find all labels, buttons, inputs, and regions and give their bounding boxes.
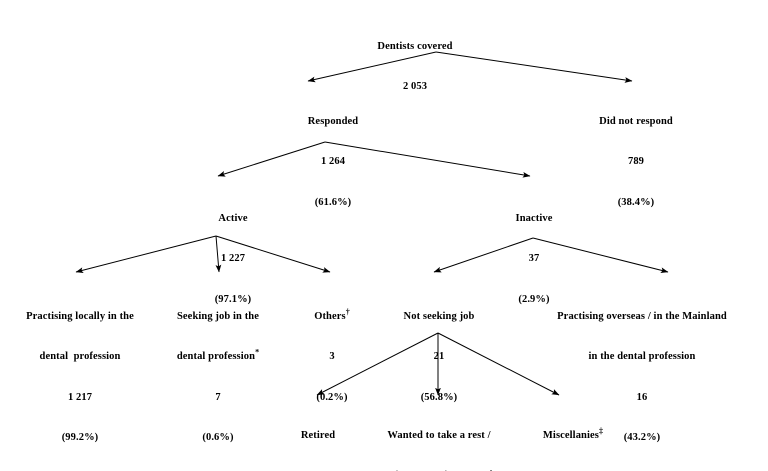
node-label-line1: Wanted to take a rest /: [387, 429, 491, 441]
node-inactive: Inactive 37 (2.9%): [460, 185, 608, 333]
node-retired: Retired 14 (66.7%): [268, 402, 368, 471]
node-count: 37: [528, 253, 540, 265]
node-count: 1 264: [320, 156, 346, 168]
node-count: 1 217: [67, 391, 93, 403]
node-label-line1: Practising overseas / in the Mainland: [557, 310, 727, 322]
node-count: 16: [636, 391, 648, 403]
node-label: Dentists covered: [377, 40, 453, 52]
node-count: 2 053: [402, 81, 428, 93]
node-not-seeking-job: Not seeking job 21 (56.8%): [378, 283, 500, 431]
node-practising-locally: Practising locally in the dental profess…: [4, 283, 156, 471]
node-did-not-respond: Did not respond 789 (38.4%): [560, 88, 712, 236]
footnote-marker-double-dagger: ‡: [598, 426, 604, 436]
node-label-line2-text: dental profession: [176, 351, 256, 363]
node-count: 7: [215, 391, 221, 403]
node-label: Others†: [288, 307, 376, 323]
node-miscellanies: Miscellanies‡ 3 (14.3%): [512, 402, 634, 471]
node-label-line2: in the dental profession: [588, 351, 696, 363]
node-wanted-rest: Wanted to take a rest / Having no motive…: [360, 402, 518, 471]
node-count: 1 227: [220, 253, 246, 265]
node-percent: (97.1%): [214, 293, 252, 305]
node-count: 21: [433, 351, 445, 363]
node-label-text: Others: [314, 310, 346, 322]
node-count: 789: [627, 156, 645, 168]
node-label: Not seeking job: [403, 310, 475, 322]
node-label-line1: Seeking job in the: [176, 310, 260, 322]
node-label-line2: dental profession: [39, 351, 121, 363]
node-percent: (38.4%): [617, 196, 655, 208]
node-responded: Responded 1 264 (61.6%): [258, 88, 408, 236]
node-seeking-job: Seeking job in the dental profession* 7 …: [152, 283, 284, 471]
node-percent: (56.8%): [420, 391, 458, 403]
node-percent: (43.2%): [623, 431, 661, 443]
node-others: Others† 3 (0.2%): [288, 283, 376, 431]
node-active: Active 1 227 (97.1%): [158, 185, 308, 333]
node-label: Active: [218, 212, 248, 224]
node-label-line1: Practising locally in the: [26, 310, 134, 322]
node-count: 3: [329, 351, 335, 363]
footnote-marker-asterisk: *: [255, 347, 260, 357]
node-label: Inactive: [515, 212, 553, 224]
node-dentists-covered: Dentists covered 2 053: [330, 13, 500, 121]
node-label: Did not respond: [599, 115, 673, 127]
node-label: Responded: [307, 115, 359, 127]
node-percent: (99.2%): [61, 431, 99, 443]
node-label-line2: dental profession*: [152, 347, 284, 363]
node-label: Retired: [300, 429, 336, 441]
node-percent: (2.9%): [518, 293, 550, 305]
node-label-text: Miscellanies: [542, 429, 599, 441]
node-practising-overseas: Practising overseas / in the Mainland in…: [518, 283, 766, 471]
node-percent: (0.6%): [202, 431, 234, 443]
node-label: Miscellanies‡: [512, 426, 634, 442]
node-percent: (61.6%): [314, 196, 352, 208]
node-percent: (0.2%): [316, 391, 348, 403]
footnote-marker-dagger: †: [345, 307, 350, 317]
